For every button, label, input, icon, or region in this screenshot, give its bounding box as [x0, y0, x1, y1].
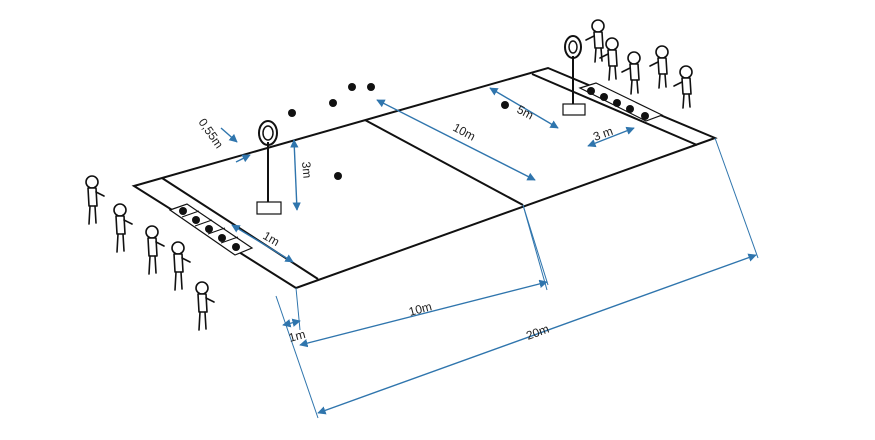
dimension-labels: 20m 10m 1m 10m 5m 3 m 1m 3m 0,55m [196, 102, 615, 345]
person-icon [621, 51, 641, 95]
ball-icon [192, 216, 200, 224]
ball-icon [367, 83, 375, 91]
label-10m-lower: 10m [407, 299, 433, 319]
person-icon [113, 203, 133, 253]
ball-icon [232, 243, 240, 251]
label-3m-height: 3m [299, 161, 314, 179]
ring-target-icon [256, 120, 282, 215]
ball-icon [641, 112, 649, 120]
label-1m-lower: 1m [287, 327, 307, 345]
ball-icon [348, 83, 356, 91]
person-icon [145, 225, 165, 275]
loose-balls [288, 83, 509, 180]
label-1m-side: 1m [261, 228, 282, 248]
person-icon [171, 241, 191, 291]
ball-icon [600, 93, 608, 101]
dim-10m-upper-line [376, 99, 536, 181]
ball-tray-near [168, 203, 254, 256]
people-near [85, 175, 215, 331]
person-icon [673, 65, 693, 109]
label-5m: 5m [515, 102, 536, 122]
person-icon [195, 281, 215, 331]
dim-1m-side-line [231, 224, 294, 263]
ball-icon [626, 105, 634, 113]
ball-icon [501, 101, 509, 109]
ball-icon [179, 207, 187, 215]
extension-lines [275, 137, 759, 419]
person-icon [585, 19, 605, 63]
dimension-lines [220, 87, 757, 415]
ball-icon [205, 225, 213, 233]
label-20m: 20m [524, 322, 551, 343]
ball-icon [587, 87, 595, 95]
dim-5m-line [489, 87, 559, 129]
ball-icon [288, 109, 296, 117]
label-3m-tray: 3 m [591, 124, 615, 144]
ball-icon [218, 234, 226, 242]
person-icon [85, 175, 105, 225]
ball-tray-far [578, 82, 664, 122]
ball-icon [613, 99, 621, 107]
dim-055-line-2 [235, 154, 251, 163]
dim-10m-lower-line [299, 279, 548, 348]
dim-3m-height-line [290, 139, 301, 211]
person-icon [649, 45, 669, 89]
ball-icon [329, 99, 337, 107]
ring-target-icon [562, 35, 586, 116]
dim-055-line [220, 127, 238, 143]
dim-3m-tray-line [587, 126, 635, 148]
label-10m-upper: 10m [451, 120, 478, 143]
dim-1m-lower-line [282, 318, 301, 328]
people-far [585, 19, 693, 109]
person-icon [599, 37, 619, 81]
ball-icon [334, 172, 342, 180]
label-055: 0,55m [196, 116, 227, 151]
